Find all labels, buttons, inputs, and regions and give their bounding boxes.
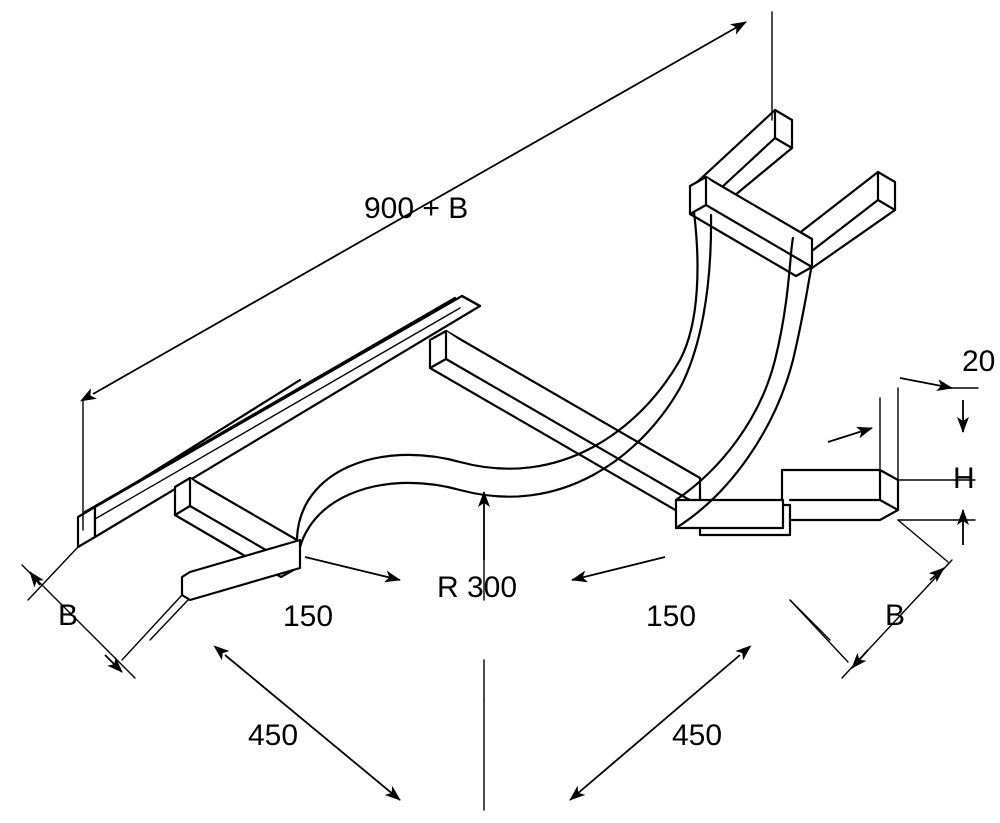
- rung-right-lower: [674, 498, 785, 530]
- rung-top-branch: [688, 175, 814, 278]
- dimension-overall-length: 900 + B: [79, 11, 773, 531]
- label-left-B: B: [58, 599, 78, 632]
- label-right-450: 450: [672, 719, 722, 752]
- dimension-right-450: 450: [569, 599, 831, 801]
- label-height-H: H: [953, 462, 975, 495]
- back-rail-upper: [83, 296, 457, 514]
- dimension-thickness-20: 20: [827, 345, 995, 481]
- label-left-450: 450: [248, 719, 298, 752]
- dimension-left-150: 150: [283, 556, 401, 633]
- ladder-geometry: [76, 108, 900, 602]
- curved-outer-rail: [674, 236, 814, 530]
- dimension-height-H: H: [897, 387, 979, 545]
- dimension-right-150: 150: [571, 556, 696, 633]
- dimension-radius: R 300: [437, 491, 517, 701]
- right-lower-rail: [780, 468, 900, 522]
- label-right-B: B: [885, 599, 905, 632]
- label-right-150: 150: [646, 600, 696, 633]
- label-thickness-20: 20: [962, 345, 995, 378]
- rear-left-rail: [76, 294, 482, 549]
- label-left-150: 150: [283, 600, 333, 633]
- dimension-left-B: B: [21, 546, 183, 679]
- label-radius: R 300: [437, 571, 517, 604]
- dimension-left-450: 450: [149, 599, 485, 811]
- label-overall-length: 900 + B: [364, 192, 468, 225]
- rail-top-edge-lines: [94, 307, 461, 520]
- dimension-right-B: B: [789, 519, 953, 679]
